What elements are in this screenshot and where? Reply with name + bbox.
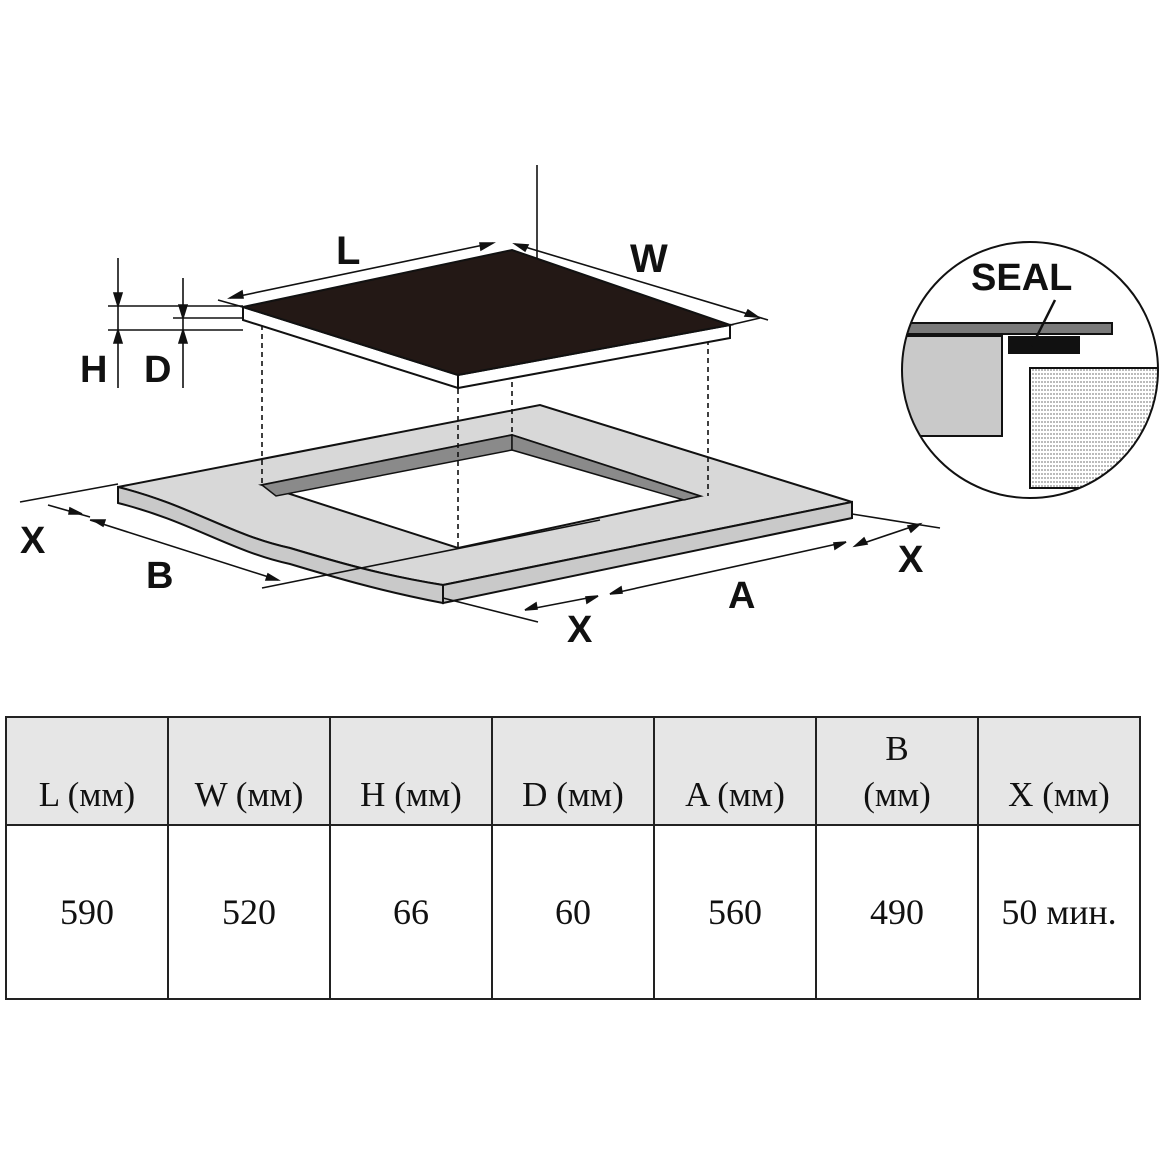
cutout-inner-wall-right — [511, 433, 703, 501]
label-d: D — [144, 349, 171, 391]
header-l: L (мм) — [5, 716, 169, 826]
seal-inset-countertop — [1029, 367, 1158, 489]
header-w-line2: W (мм) — [194, 775, 304, 814]
header-b-line1: B — [885, 729, 909, 768]
installation-diagram: L W H D X B A X X SEAL — [19, 165, 1159, 651]
header-b: B (мм) — [815, 716, 979, 826]
label-a: A — [728, 575, 755, 617]
value-b: 490 — [815, 824, 979, 1000]
header-h-line1 — [331, 726, 491, 772]
value-l: 590 — [5, 824, 169, 1000]
header-d-line2: D (мм) — [522, 775, 624, 814]
countertop-right-edge — [442, 500, 853, 605]
projection-lines — [261, 325, 709, 548]
header-l-line1 — [7, 726, 167, 772]
cooktop — [239, 248, 734, 390]
value-h: 66 — [329, 824, 493, 1000]
dimension-labels: L W H D X B A X X — [20, 229, 924, 651]
header-h: H (мм) — [329, 716, 493, 826]
header-a-line1 — [655, 726, 815, 772]
label-w: W — [630, 237, 668, 281]
value-x: 50 мин. — [977, 824, 1141, 1000]
table-row: 590 520 66 60 560 490 50 мин. — [5, 824, 1141, 1000]
header-x-line1 — [979, 726, 1139, 772]
header-b-line2: (мм) — [863, 775, 931, 814]
header-a: A (мм) — [653, 716, 817, 826]
dimensions-table: L (мм) W (мм) H (мм) D (мм) A (мм) B (мм)… — [5, 716, 1141, 1000]
header-h-line2: H (мм) — [360, 775, 462, 814]
dimension-lines — [19, 165, 941, 623]
countertop — [117, 403, 853, 605]
header-x: X (мм) — [977, 716, 1141, 826]
header-d: D (мм) — [491, 716, 655, 826]
value-d: 60 — [491, 824, 655, 1000]
label-x-bottom: X — [567, 609, 593, 651]
header-w-line1 — [169, 726, 329, 772]
label-x-right: X — [898, 539, 924, 581]
header-x-line2: X (мм) — [1008, 775, 1110, 814]
seal-inset-hob-glass — [902, 322, 1113, 335]
label-l: L — [336, 229, 360, 273]
header-w: W (мм) — [167, 716, 331, 826]
header-l-line2: L (мм) — [38, 775, 136, 814]
seal-detail-inset: SEAL — [901, 241, 1159, 499]
seal-inset-seal-strip — [1008, 336, 1080, 354]
label-b: B — [146, 555, 173, 597]
label-x-left: X — [20, 520, 46, 562]
label-seal: SEAL — [971, 257, 1072, 299]
value-w: 520 — [167, 824, 331, 1000]
table-header-row: L (мм) W (мм) H (мм) D (мм) A (мм) B (мм)… — [5, 716, 1141, 826]
value-a: 560 — [653, 824, 817, 1000]
header-d-line1 — [493, 726, 653, 772]
seal-inset-hob-body — [902, 335, 1003, 437]
label-h: H — [80, 349, 107, 391]
header-a-line2: A (мм) — [685, 775, 785, 814]
